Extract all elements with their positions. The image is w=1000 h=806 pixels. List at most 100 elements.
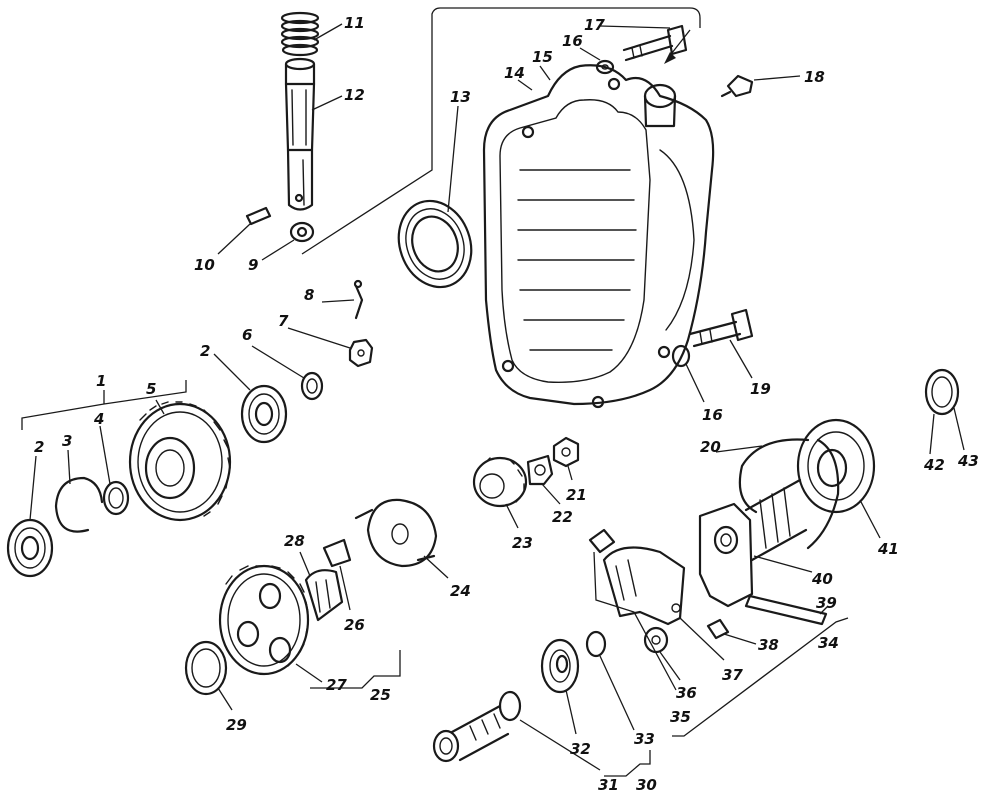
leader-line (505, 503, 519, 529)
callout-36: 36 (676, 684, 697, 702)
ring-part (102, 480, 130, 516)
callout-labels: 1 2 2 2 3 4 5 6 7 8 9 10 11 12 13 14 15 … (34, 14, 979, 794)
bolt-part (688, 308, 754, 348)
washer-part (300, 371, 324, 401)
leader-line (423, 555, 449, 579)
gearbox-housing (482, 64, 715, 409)
leader-line (311, 95, 343, 111)
roller-part (706, 618, 730, 640)
leader-line (261, 239, 295, 261)
nut-part (289, 221, 315, 243)
callout-29: 29 (226, 716, 247, 734)
callout-38: 38 (758, 636, 779, 654)
leader-line (929, 413, 935, 455)
callout-24: 24 (450, 582, 471, 600)
leader-line (753, 75, 801, 81)
leader-line (685, 363, 705, 403)
bearing-part (540, 638, 580, 694)
leader-line (519, 719, 601, 771)
leader-line (155, 399, 165, 415)
callout-3: 3 (62, 432, 72, 450)
leader-line (339, 565, 351, 611)
callout-37: 37 (722, 666, 743, 684)
callout-43: 43 (957, 452, 979, 470)
leader-line (321, 299, 355, 303)
callout-34: 34 (818, 634, 839, 652)
leader-line (295, 663, 323, 683)
leader-line (565, 689, 577, 735)
callout-21: 21 (566, 486, 587, 504)
callout-26: 26 (344, 616, 365, 634)
callout-20: 20 (700, 438, 721, 456)
lock-washer-part (526, 454, 554, 486)
leader-line (287, 327, 351, 349)
callout-17: 17 (584, 16, 605, 34)
callout-18: 18 (804, 68, 825, 86)
pin-part (245, 206, 272, 226)
callout-19: 19 (750, 380, 771, 398)
ring-part (184, 640, 228, 696)
pin-part (744, 594, 828, 626)
group-bracket (672, 617, 849, 737)
group-bracket (301, 7, 701, 255)
ring-part (585, 630, 607, 658)
callout-8: 8 (304, 286, 314, 304)
callout-23: 23 (512, 534, 533, 552)
shaft-assembly-part (698, 478, 808, 608)
callout-31: 31 (598, 776, 619, 794)
leader-line (539, 65, 551, 81)
leader-line (729, 339, 753, 379)
shaft-part (432, 690, 522, 763)
shoe-part (304, 569, 344, 622)
callout-27: 27 (326, 676, 347, 694)
leader-line (217, 223, 251, 255)
bolt-part (622, 24, 688, 62)
callout-13: 13 (450, 88, 471, 106)
ring-part (924, 368, 960, 416)
roller-part (322, 538, 352, 568)
circlip-part (54, 476, 104, 533)
leader-line (859, 499, 881, 539)
castle-nut-part (348, 338, 374, 368)
roller-part (588, 528, 616, 554)
leader-line (99, 425, 111, 485)
bearing-part (240, 384, 288, 444)
bearing-part (796, 418, 876, 514)
callout-15: 15 (532, 48, 553, 66)
leader-line (567, 465, 573, 481)
callout-40: 40 (811, 570, 833, 588)
leader-line (517, 79, 533, 91)
callout-2: 2 (34, 438, 44, 456)
callout-12: 12 (344, 86, 365, 104)
callout-28: 28 (284, 532, 305, 550)
callout-10: 10 (194, 256, 215, 274)
leader-line (217, 687, 233, 711)
bearing-part (397, 199, 473, 289)
callout-16: 16 (702, 406, 723, 424)
cotter-pin-part (353, 279, 364, 320)
bearing-part (6, 518, 54, 578)
leader-line (599, 655, 635, 731)
group-bracket (604, 750, 651, 777)
callout-2: 2 (200, 342, 210, 360)
group-bracket (310, 650, 401, 689)
callout-4: 4 (93, 410, 104, 428)
leader-line (299, 551, 311, 577)
callout-41: 41 (877, 540, 899, 558)
callout-32: 32 (570, 740, 591, 758)
callout-42: 42 (923, 456, 945, 474)
washer-part (595, 59, 615, 75)
leader-line (251, 345, 305, 379)
callout-6: 6 (242, 326, 252, 344)
gear-part (128, 401, 232, 522)
callout-9: 9 (248, 256, 258, 274)
leader-line (715, 445, 763, 453)
leader-line (447, 105, 459, 213)
leader-line (599, 25, 671, 29)
leader-line (819, 605, 829, 615)
leader-line (659, 651, 681, 681)
leader-line (313, 23, 343, 41)
washer-part (671, 344, 691, 368)
callout-16: 16 (562, 32, 583, 50)
